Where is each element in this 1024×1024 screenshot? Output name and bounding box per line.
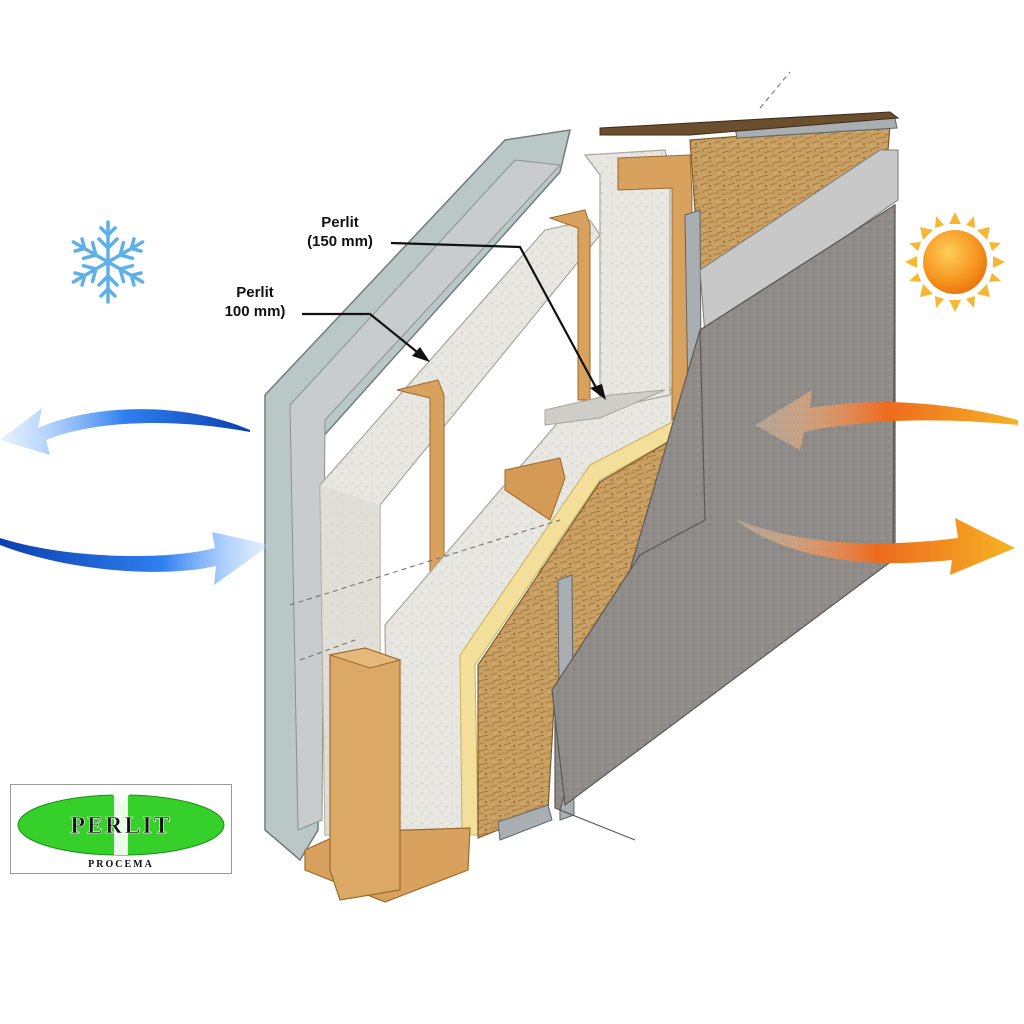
perlit-150mm-label-line1: Perlit xyxy=(321,214,359,231)
perlit-100mm-label-line2: 100 mm) xyxy=(224,303,286,320)
top-cap xyxy=(599,111,900,136)
perlit-procema-logo: PERLIT PROCEMA xyxy=(10,784,232,874)
sun-icon xyxy=(905,212,1005,312)
warm-airflow-arrows xyxy=(738,390,1018,575)
snowflake-icon xyxy=(67,220,149,304)
callout-leaders xyxy=(302,241,601,396)
perlit-100mm-label-line1: Perlit xyxy=(236,284,274,301)
perlit-150mm-label: Perlit (150 mm) xyxy=(292,213,388,251)
perlit-100mm-label: Perlit 100 mm) xyxy=(207,283,303,321)
leader-arrowhead-150 xyxy=(590,384,606,400)
timber-top-plate xyxy=(504,154,693,521)
exterior-render xyxy=(551,203,896,841)
construction-lines xyxy=(289,71,791,661)
logo-emblem: PERLIT PROCEMA xyxy=(17,791,225,870)
bottom-plate xyxy=(304,647,471,903)
logo-brand-text: PERLIT xyxy=(70,813,171,839)
logo-sub-text: PROCEMA xyxy=(88,859,154,870)
perlit-150mm-label-line2: (150 mm) xyxy=(307,233,373,250)
cement-board xyxy=(699,149,899,336)
leader-arrowhead-100 xyxy=(412,347,430,362)
cold-airflow-arrows xyxy=(0,408,270,585)
interior-board xyxy=(264,129,571,862)
